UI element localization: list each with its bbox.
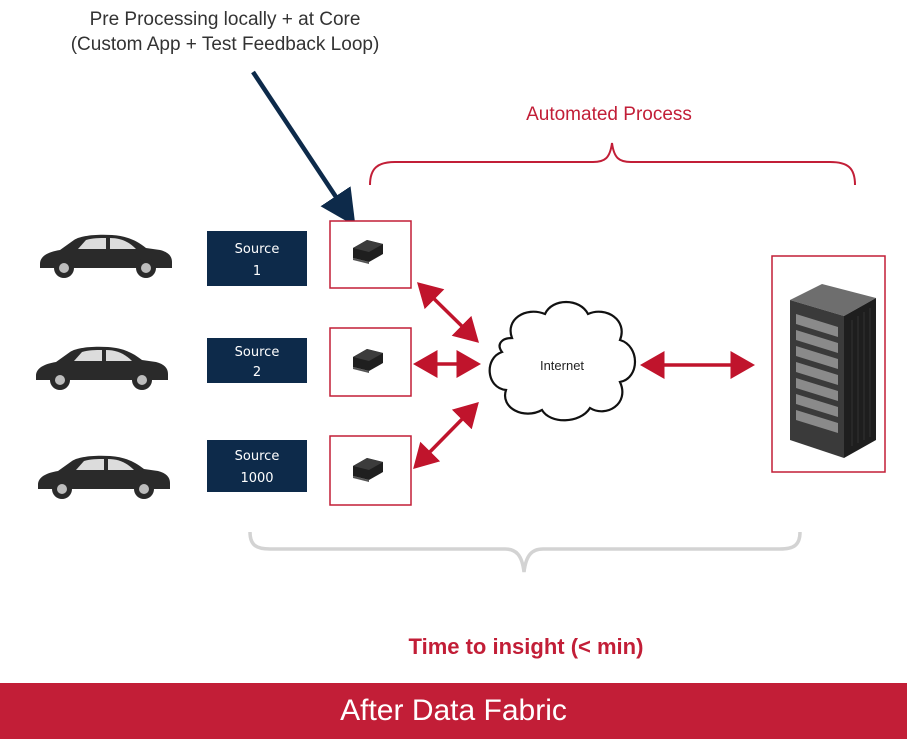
edge-device-box-3 — [329, 435, 412, 506]
link-arrow-source-1000 — [413, 402, 479, 469]
car-icon — [36, 346, 168, 390]
source-box-1: Source 1 — [207, 231, 307, 286]
footer-banner: After Data Fabric — [0, 683, 907, 739]
annotation-arrow — [251, 70, 356, 227]
car-icon — [40, 234, 172, 278]
source-box-1000: Source 1000 — [207, 440, 307, 492]
edge-device-box-2 — [329, 327, 412, 397]
source-2-line-2: 2 — [253, 365, 261, 380]
source-box-2: Source 2 — [207, 338, 307, 383]
footer-title: After Data Fabric — [340, 694, 567, 727]
time-brace — [248, 531, 802, 573]
automated-process-label: Automated Process — [526, 104, 692, 125]
annotation-line-2: (Custom App + Test Feedback Loop) — [71, 34, 380, 55]
source-1-line-2: 1 — [253, 264, 261, 279]
source-1000-line-2: 1000 — [240, 471, 273, 486]
annotation-line-1: Pre Processing locally + at Core — [90, 9, 361, 30]
source-1000-line-1: Source — [235, 449, 280, 464]
cloud-icon — [488, 300, 636, 422]
car-icon — [38, 455, 170, 499]
automated-process-brace — [369, 142, 856, 186]
source-1-line-1: Source — [235, 242, 280, 257]
time-to-insight-label: Time to insight (< min) — [409, 634, 644, 659]
link-arrow-source-1 — [417, 282, 479, 343]
server-rack-icon — [790, 284, 876, 458]
source-2-line-1: Source — [235, 345, 280, 360]
cloud-label: Internet — [540, 358, 584, 373]
edge-device-box-1 — [329, 220, 412, 289]
